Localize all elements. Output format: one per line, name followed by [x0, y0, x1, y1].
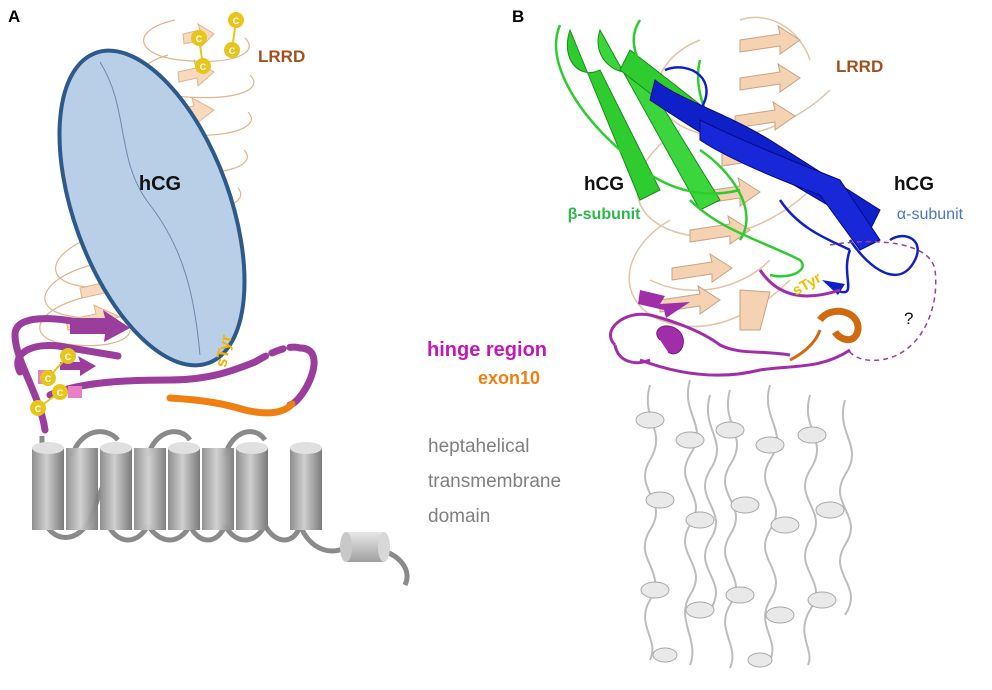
exon10-b	[789, 307, 862, 362]
exon10-a	[166, 394, 296, 417]
svg-text:C: C	[57, 388, 64, 398]
panel-a-letter: A	[8, 7, 20, 26]
tm-bundle-b-fill	[635, 411, 845, 668]
hcg-alpha-label: hCG	[894, 174, 934, 195]
lrrd-label-a: LRRD	[258, 47, 305, 66]
svg-text:C: C	[35, 404, 42, 414]
hinge-arrows	[60, 310, 130, 376]
hcg-beta-label: hCG	[584, 174, 624, 195]
disulfide-top: C C C C	[191, 12, 244, 74]
svg-text:C: C	[45, 374, 52, 384]
hinge-label: hinge region	[427, 339, 547, 361]
tm-label-line3: domain	[428, 506, 490, 527]
beta-subunit-label: β-subunit	[568, 206, 642, 223]
tm-bundle-b	[643, 379, 854, 669]
question-mark: ?	[904, 309, 913, 328]
tm-label-line1: heptahelical	[428, 436, 529, 457]
hinge-b	[609, 269, 851, 377]
svg-text:C: C	[233, 16, 240, 26]
alpha-subunit-label: α-subunit	[897, 206, 964, 223]
cys-top-3	[228, 12, 244, 28]
svg-text:C: C	[196, 34, 203, 44]
hcg-alpha-b	[649, 66, 919, 295]
tm-label-line2: transmembrane	[428, 471, 561, 492]
tm-domain-a	[32, 429, 410, 587]
dashed-loop-b	[829, 240, 937, 362]
styr-label-a: sTyr	[213, 334, 235, 369]
cys-top-2	[195, 58, 211, 74]
panel-b-letter: B	[512, 7, 524, 26]
cys-top-1	[191, 30, 207, 46]
lrrd-label-b: LRRD	[836, 57, 883, 76]
panel-b: B LRRD hCG β-subunit hCG α-subunit sTyr …	[427, 7, 964, 669]
svg-text:C: C	[65, 352, 72, 362]
svg-text:C: C	[200, 62, 207, 72]
exon10-label: exon10	[478, 368, 540, 388]
disulfide-bottom: C C C C	[30, 348, 76, 416]
svg-text:C: C	[229, 46, 236, 56]
panel-a: C C C C hCG sTyr	[8, 7, 561, 587]
hcg-label-a: hCG	[139, 173, 181, 195]
cys-top-4	[224, 42, 240, 58]
hcg-ellipse: hCG sTyr	[57, 48, 247, 369]
